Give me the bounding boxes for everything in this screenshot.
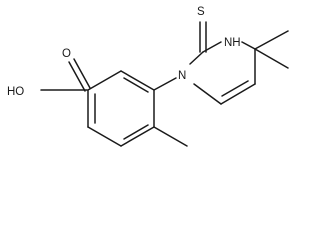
pyrimidine-ring: [189, 41, 256, 105]
bond-aryl-n: [153, 77, 177, 91]
label-carbonyl-oxygen: O: [62, 48, 71, 60]
label-ring-nitrogen: N: [178, 70, 186, 82]
carboxyl-group: [40, 58, 91, 92]
ring-double-inner-2: [123, 124, 149, 140]
ring-bond-1: [87, 70, 122, 91]
label-hydroxyl: HO: [7, 86, 24, 98]
ring-bond-5: [87, 126, 122, 147]
ring-bond-4: [120, 126, 155, 147]
ring-double-inner-1: [123, 77, 149, 93]
bond-gem-methyl-1: [254, 30, 289, 50]
chemical-structure-diagram: HO O N NH S: [7, 6, 289, 147]
bond-c5-c6-inner: [221, 80, 249, 97]
bond-gem-methyl-2: [254, 48, 289, 69]
bond-n1-c2: [189, 51, 204, 65]
structure-svg: HO O N NH S: [7, 6, 289, 147]
bond-c-o-double-2: [73, 58, 91, 89]
ring-bond-2: [120, 70, 155, 91]
benzene-ring: [87, 70, 155, 147]
bond-c-o-double-1: [68, 61, 86, 92]
bond-aryl-methyl: [153, 126, 188, 147]
label-nh: NH: [224, 37, 241, 49]
bond-nh-c4: [241, 41, 256, 50]
bond-c5-c6: [220, 83, 256, 105]
bond-c6-n1: [193, 83, 222, 105]
label-sulfur: S: [197, 6, 205, 18]
